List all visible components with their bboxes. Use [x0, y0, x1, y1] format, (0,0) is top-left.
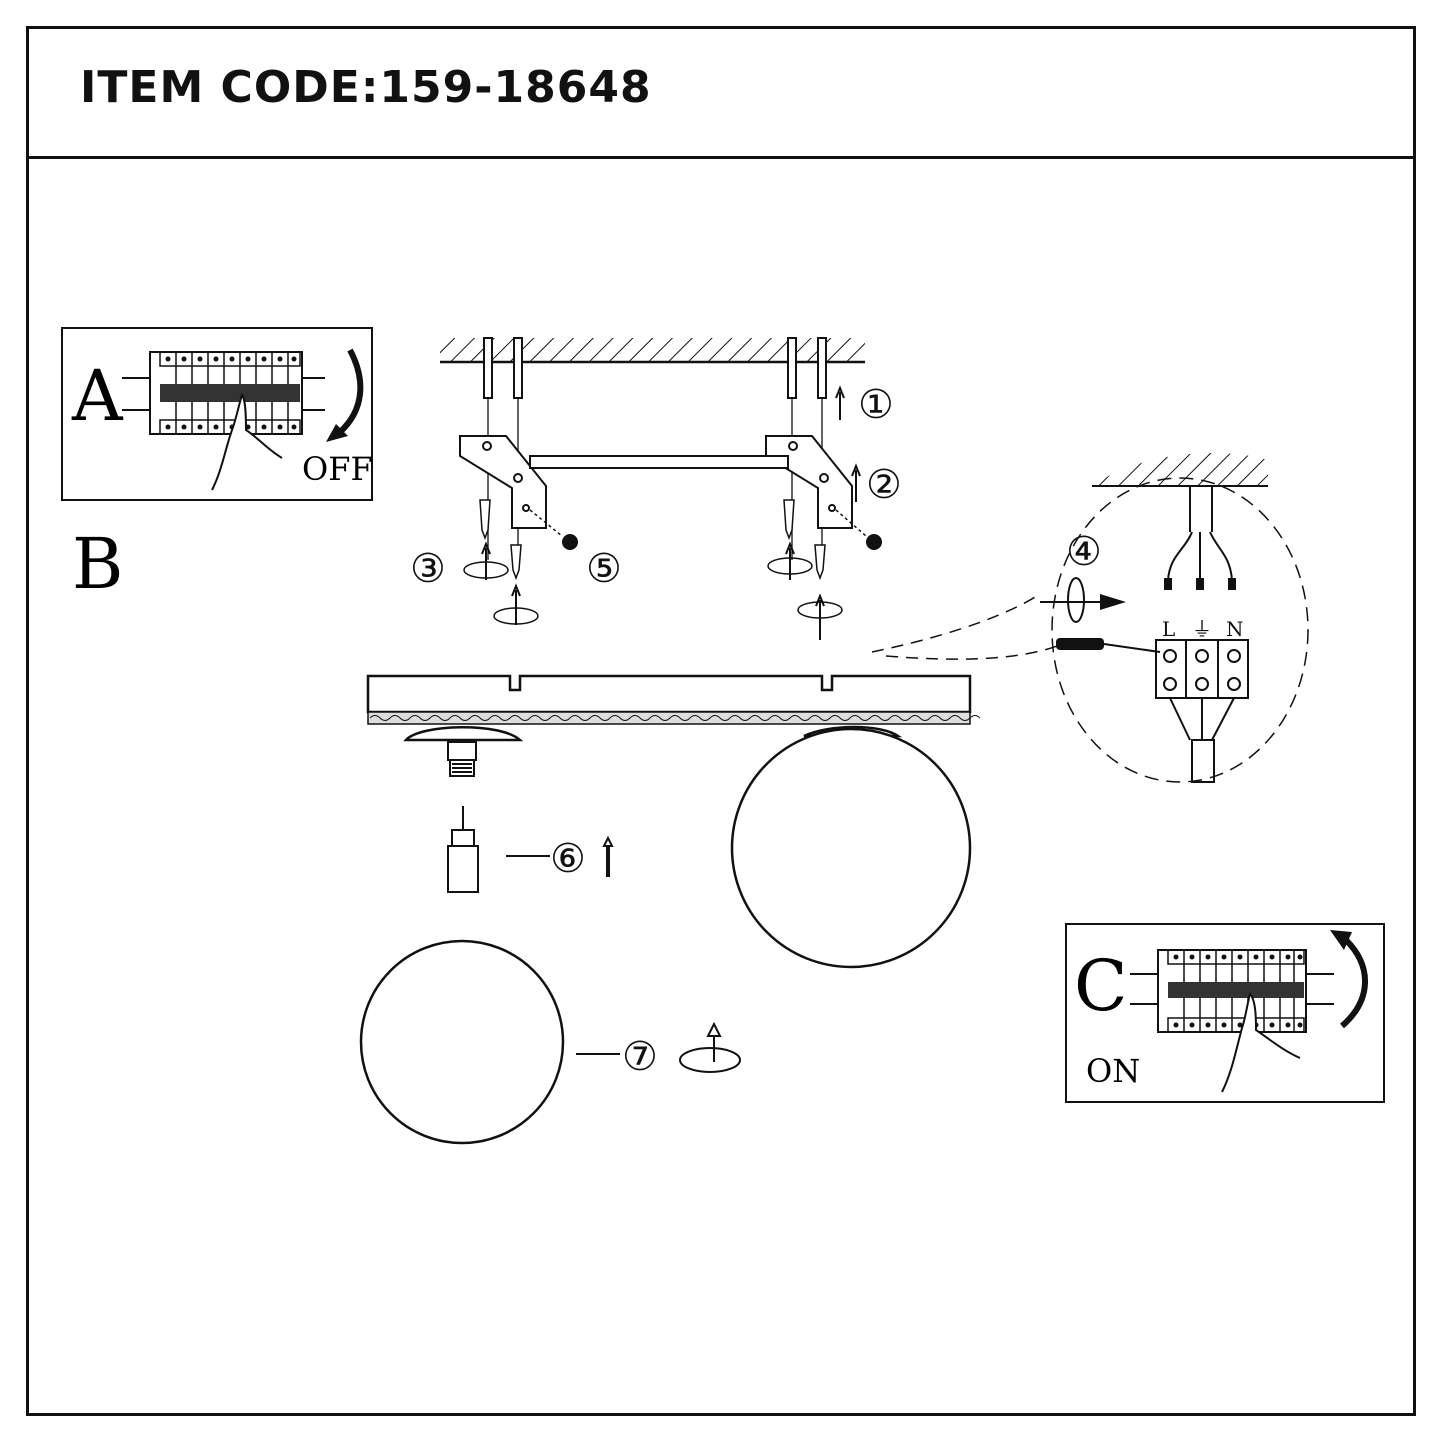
arrow-down-icon: [337, 348, 364, 435]
panel-c-state: ON: [1086, 1052, 1140, 1090]
terminal-n-label: N: [1226, 617, 1244, 641]
header-bar: [26, 26, 1416, 159]
breaker-icon: [1130, 949, 1334, 1033]
panel-a-breaker-off: A: [61, 327, 373, 501]
hand-icon: [211, 393, 283, 491]
panel-c-letter: C: [1074, 945, 1128, 1027]
step-4-label: ④: [1066, 529, 1102, 575]
ceiling-mounting: [440, 337, 882, 640]
panel-a-state: OFF: [302, 450, 373, 488]
mounting-bracket: [459, 435, 853, 529]
lamp-socket: [447, 741, 477, 777]
hand-icon: [1221, 992, 1301, 1093]
step-3-label: ③: [410, 546, 446, 592]
step-1-label: ①: [858, 382, 894, 428]
item-code-title: ITEM CODE:159-18648: [80, 62, 652, 113]
panel-c-breaker-on: C: [1065, 923, 1385, 1103]
twist-up-icon: [679, 1021, 741, 1073]
wiring-detail: L ⏚ N: [871, 452, 1309, 783]
detail-pointer: [871, 593, 1061, 660]
sheet-frame: [26, 26, 1416, 1416]
earth-icon: ⏚: [1192, 617, 1212, 641]
section-b-letter: B: [72, 523, 123, 605]
step-5-label: ⑤: [586, 546, 622, 592]
terminal-block: [1155, 639, 1249, 699]
rotate-arrow-icon: [1040, 577, 1126, 623]
breaker-icon: [122, 351, 325, 435]
step-6-label: ⑥: [550, 836, 586, 882]
step-6-up-arrow-icon: [602, 835, 614, 877]
step-2-label: ②: [866, 462, 902, 508]
panel-a-letter: A: [71, 355, 124, 437]
canopy-plate: [366, 674, 981, 742]
rotate-icons: [463, 557, 843, 625]
set-screw-icon: [562, 534, 882, 550]
step-7-label: ⑦: [622, 1034, 658, 1080]
bulb-icon: [447, 806, 479, 893]
terminal-l-label: L: [1162, 617, 1175, 641]
arrow-up-icon: [1339, 937, 1368, 1029]
screws: [479, 499, 826, 581]
screwdriver-icon: [1056, 638, 1161, 653]
glass-globe-mounted: [730, 727, 972, 969]
glass-globe: [359, 939, 565, 1145]
